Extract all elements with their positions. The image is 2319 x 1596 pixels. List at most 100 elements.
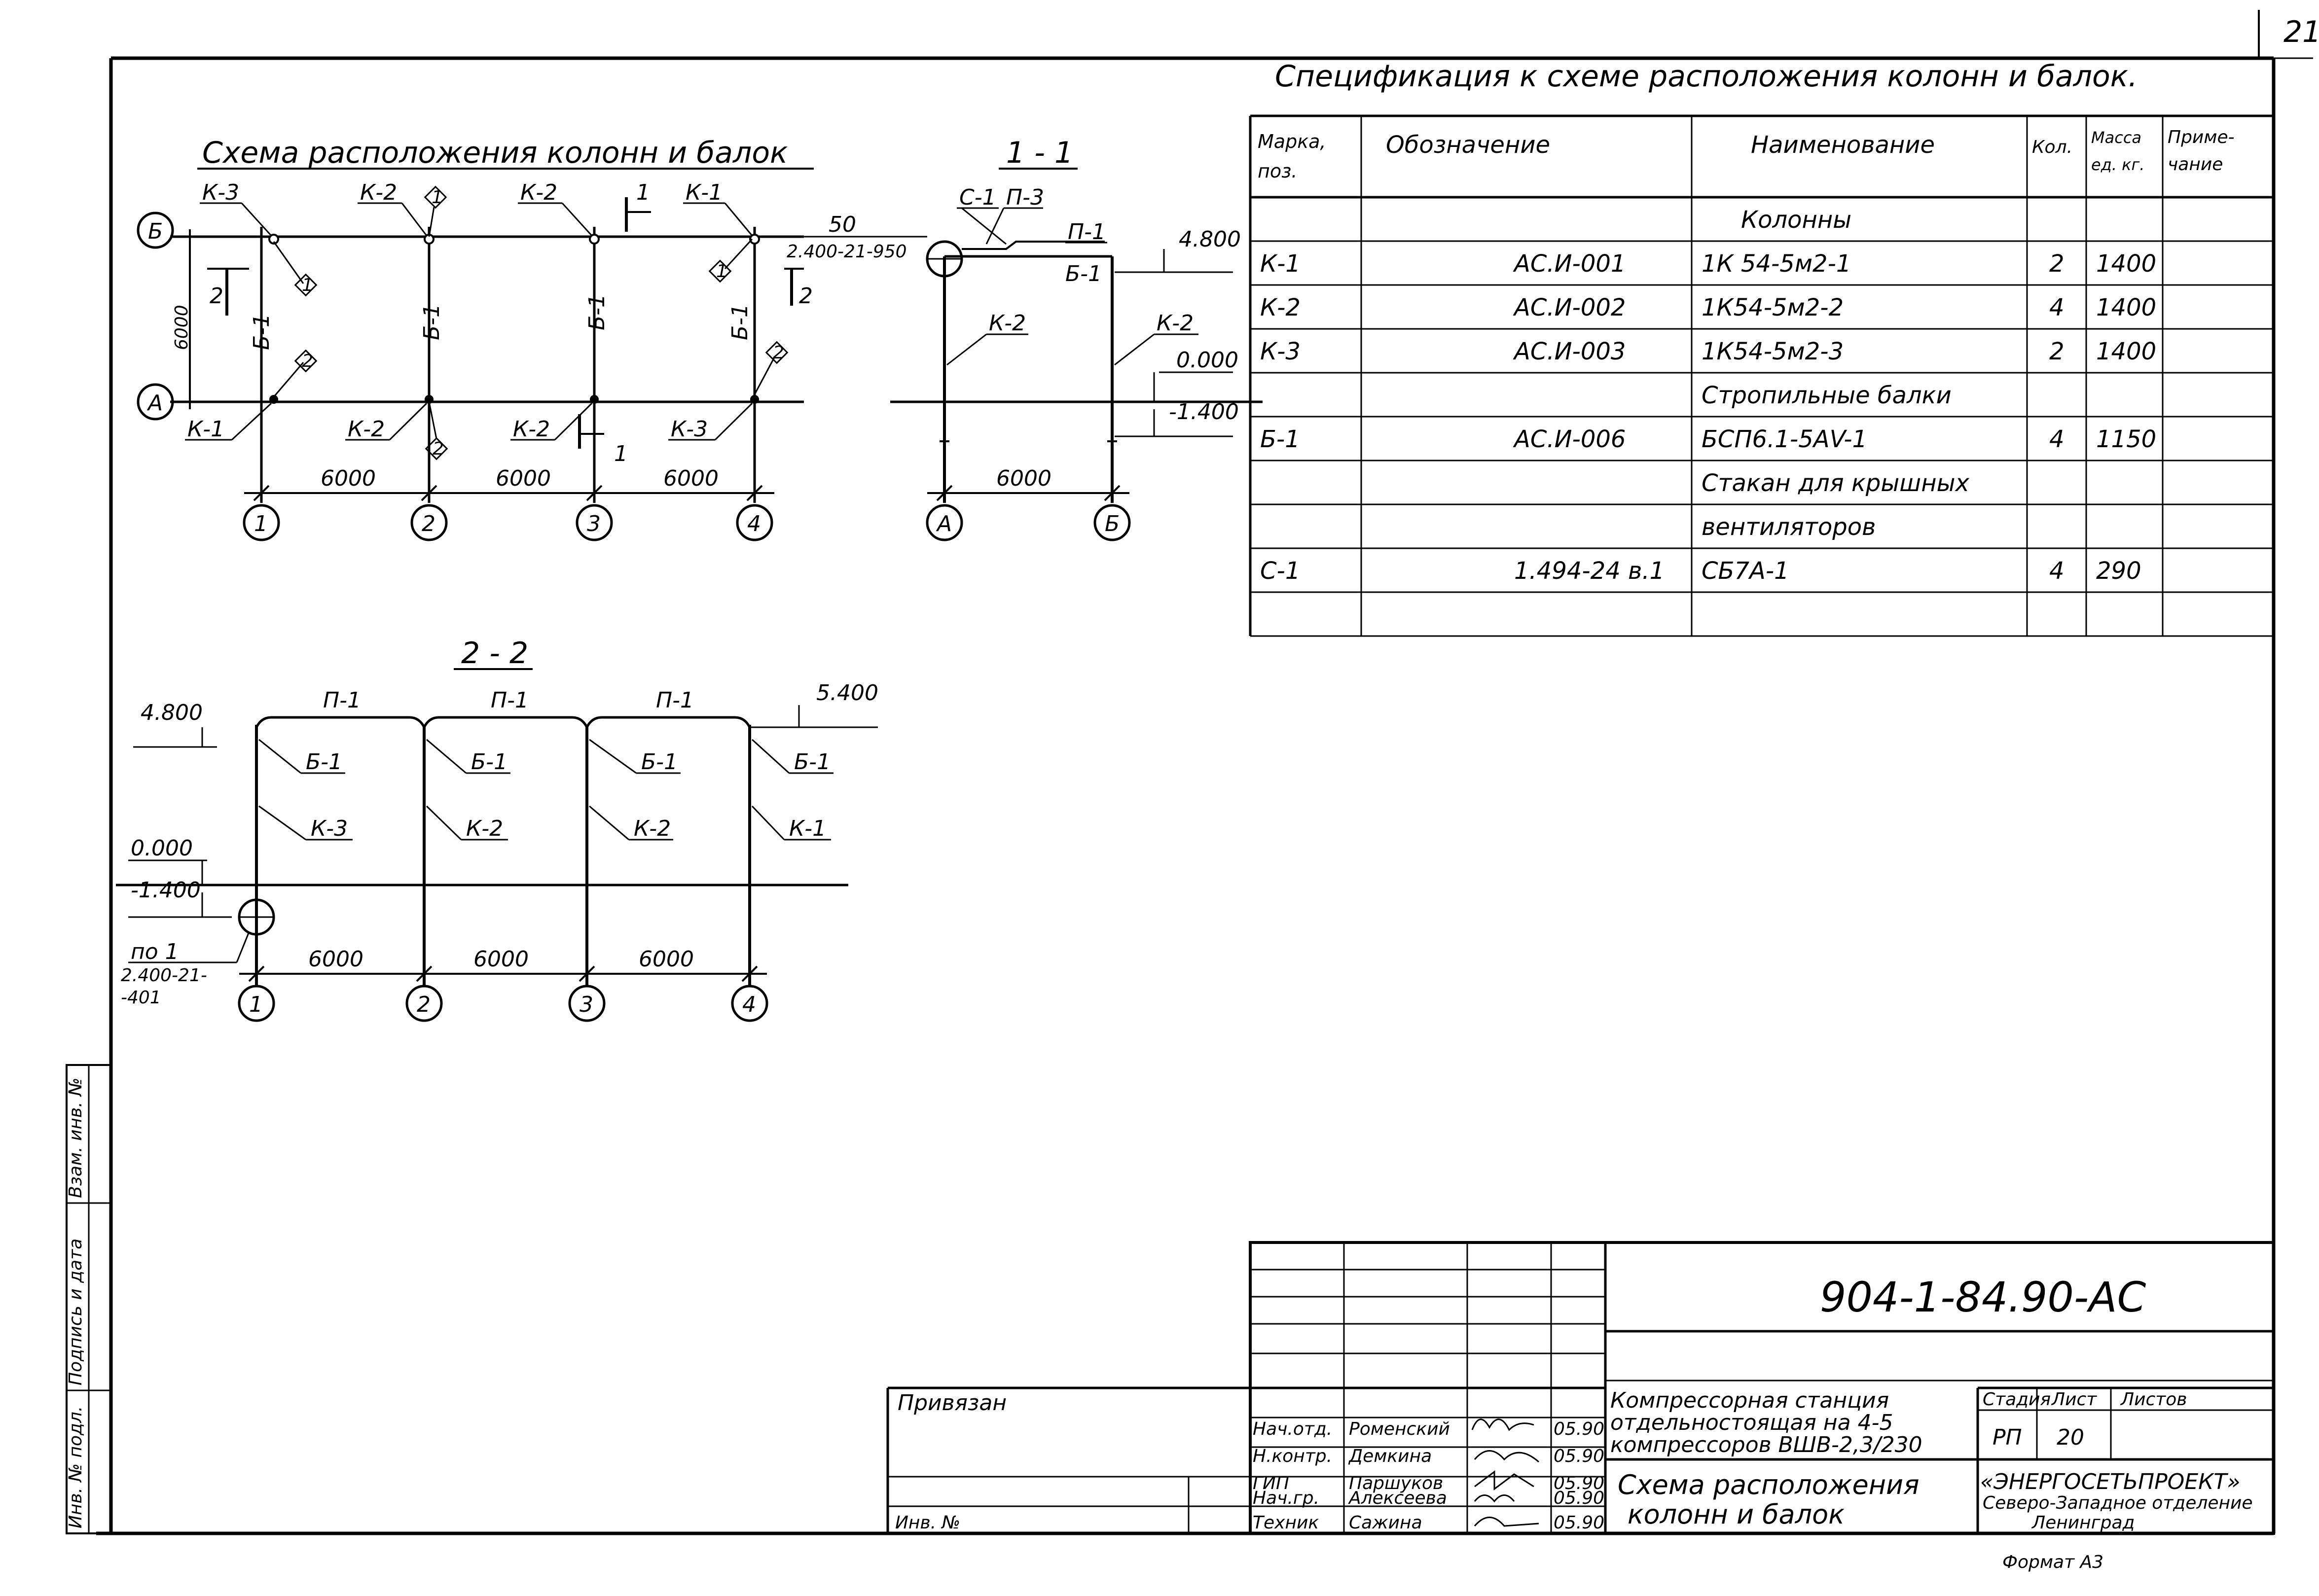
plan-beam-mark-1: Б-1 <box>249 314 274 350</box>
plan-beam-mark-3: Б-1 <box>584 294 610 330</box>
section22-elev-zero: 0.000 <box>131 836 193 861</box>
section22-slab-3: П-1 <box>656 688 694 713</box>
plan-top-mark-2: К-2 <box>360 180 397 205</box>
section22-col-4: К-1 <box>789 816 826 841</box>
spec-cell-name-r3: 1К54-5м2-2 <box>1702 294 1844 321</box>
signature-5 <box>1474 1517 1539 1527</box>
tb-org-city: Ленинград <box>2031 1513 2135 1533</box>
spec-cell-mass-r2: 1400 <box>2096 250 2156 278</box>
tb-stage-header: Стадия <box>1983 1389 2051 1410</box>
tb-doc-code: 904-1-84.90-АС <box>1820 1273 2146 1321</box>
spec-header-note: Приме- <box>2168 127 2235 147</box>
section11-elev-bottom: -1.400 <box>1169 399 1239 425</box>
section22-axis-2: 2 <box>417 992 431 1017</box>
signature-2 <box>1474 1450 1539 1463</box>
tb-date-1: 05.90 <box>1554 1419 1604 1439</box>
plan-beam-mark-4: Б-1 <box>727 304 753 340</box>
section22-beam-1: Б-1 <box>306 749 342 775</box>
tb-project-line-3: компрессоров ВШВ-2,3/230 <box>1610 1432 1922 1457</box>
section22-elev-bottom: -1.400 <box>131 878 201 903</box>
tb-org-name: «ЭНЕРГОСЕТЬПРОЕКТ» <box>1980 1469 2240 1494</box>
section22-col-2: К-2 <box>466 816 503 841</box>
plan-bottom-mark-3: К-2 <box>513 417 550 442</box>
section22-beam-3: Б-1 <box>641 749 678 775</box>
plan-diamond-3: 1 <box>432 187 443 208</box>
tb-name-5: Сажина <box>1349 1513 1422 1533</box>
spec-cell-mark-r2: К-1 <box>1260 250 1301 278</box>
plan-top-mark-1: К-3 <box>202 180 239 205</box>
plan-view: Схема расположения колонн и балок Б А 1 … <box>137 136 814 541</box>
plan-axis-B: Б <box>148 219 163 244</box>
section22-axis-4: 4 <box>742 992 756 1017</box>
section22-ref-code-2: -401 <box>121 988 161 1008</box>
spec-header-name: Наименование <box>1751 131 1935 159</box>
section11-mark-k2-left: К-2 <box>989 311 1026 336</box>
spec-cell-qty-r9: 4 <box>2049 557 2065 585</box>
section11-dim: 6000 <box>996 466 1051 491</box>
section22-dim-2: 6000 <box>473 947 529 972</box>
tb-stage: РП <box>1993 1425 2022 1450</box>
tb-sheet-no: 20 <box>2057 1425 2084 1450</box>
section22-axis-3: 3 <box>580 992 593 1017</box>
plan-cut-1-top: 1 <box>636 180 650 205</box>
spec-grid <box>1249 114 2275 637</box>
spec-cell-name-r2: 1К 54-5м2-1 <box>1702 250 1851 278</box>
spec-cell-mass-r6: 1150 <box>2096 426 2156 453</box>
plan-axis-A: А <box>146 390 163 416</box>
tb-date-3: 05.90 <box>1554 1473 1604 1493</box>
spec-cell-designation-r4: АС.И-003 <box>1513 338 1626 365</box>
section11-axis-B: Б <box>1105 511 1120 536</box>
tb-privyazan: Привязан <box>898 1390 1007 1416</box>
tb-date-4: 05.90 <box>1554 1488 1604 1508</box>
plan-axis-1: 1 <box>254 511 268 536</box>
spec-cell-mark-r9: С-1 <box>1260 557 1300 585</box>
plan-span-2: 6000 <box>496 466 551 491</box>
spec-cell-qty-r6: 4 <box>2049 426 2065 453</box>
plan-diamond-1: 1 <box>302 275 313 295</box>
spec-cell-qty-r2: 2 <box>2049 250 2065 278</box>
section22-axis-1: 1 <box>249 992 263 1017</box>
spec-cell-qty-r4: 2 <box>2049 338 2065 365</box>
tb-sheet-header: Лист <box>2051 1389 2097 1410</box>
section22-elev-left: 4.800 <box>141 700 203 725</box>
tb-role-5: Техник <box>1253 1513 1319 1533</box>
tb-role-3: ГИП <box>1253 1473 1289 1493</box>
tb-format: Формат А3 <box>2002 1552 2103 1572</box>
spec-cell-designation-r6: АС.И-006 <box>1513 426 1626 453</box>
side-stamp: Инв. № подл. Подпись и дата Взам. инв. № <box>66 1064 112 1534</box>
spec-cell-name-r1: Колонны <box>1741 206 1851 234</box>
spec-cell-designation-r3: АС.И-002 <box>1513 294 1626 321</box>
spec-cell-qty-r3: 4 <box>2049 294 2065 321</box>
spec-header-designation: Обозначение <box>1386 131 1550 159</box>
section22-col-1: К-3 <box>311 816 348 841</box>
section22-beam-2: Б-1 <box>471 749 507 775</box>
section22-dim-3: 6000 <box>639 947 694 972</box>
plan-beam-mark-2: Б-1 <box>419 304 444 340</box>
section11-mark-c1: С-1 <box>959 185 996 210</box>
tb-sheets-header: Листов <box>2120 1389 2187 1410</box>
plan-side-dim: 6000 <box>172 305 192 350</box>
spec-header-mass-2: ед. кг. <box>2091 155 2144 174</box>
section-1-1: 1 - 1 50 2.400-21-950 С-1 П-3 П-1 Б-1 К-… <box>787 136 1263 541</box>
tb-project-line-2: отдельностоящая на 4-5 <box>1610 1410 1893 1435</box>
plan-cut-2-left: 2 <box>210 284 223 309</box>
spec-cell-name-r8: вентиляторов <box>1702 513 1876 541</box>
plan-diamond-5: 1 <box>716 261 727 282</box>
section-2-2: 2 - 2 П-1 П-1 П-1 Б-1 Б-1 Б-1 Б-1 К-3 К-… <box>116 636 878 1022</box>
section11-elev-top: 4.800 <box>1179 227 1241 252</box>
tb-org-branch: Северо-Западное отделение <box>1983 1493 2253 1513</box>
section22-title: 2 - 2 <box>461 636 528 671</box>
spec-cell-mass-r4: 1400 <box>2096 338 2156 365</box>
plan-cut-1-bottom: 1 <box>614 441 628 466</box>
spec-cell-name-r4: 1К54-5м2-3 <box>1702 338 1844 365</box>
plan-bottom-mark-2: К-2 <box>348 417 385 442</box>
tb-role-1: Нач.отд. <box>1253 1419 1332 1439</box>
spec-header-qty: Кол. <box>2032 137 2072 157</box>
spec-cell-mass-r3: 1400 <box>2096 294 2156 321</box>
tb-project-line-1: Компрессорная станция <box>1610 1388 1889 1413</box>
side-stamp-replace: Взам. инв. № <box>66 1078 86 1198</box>
tb-role-2: Н.контр. <box>1253 1446 1332 1466</box>
section11-mark-p3: П-3 <box>1006 185 1044 210</box>
